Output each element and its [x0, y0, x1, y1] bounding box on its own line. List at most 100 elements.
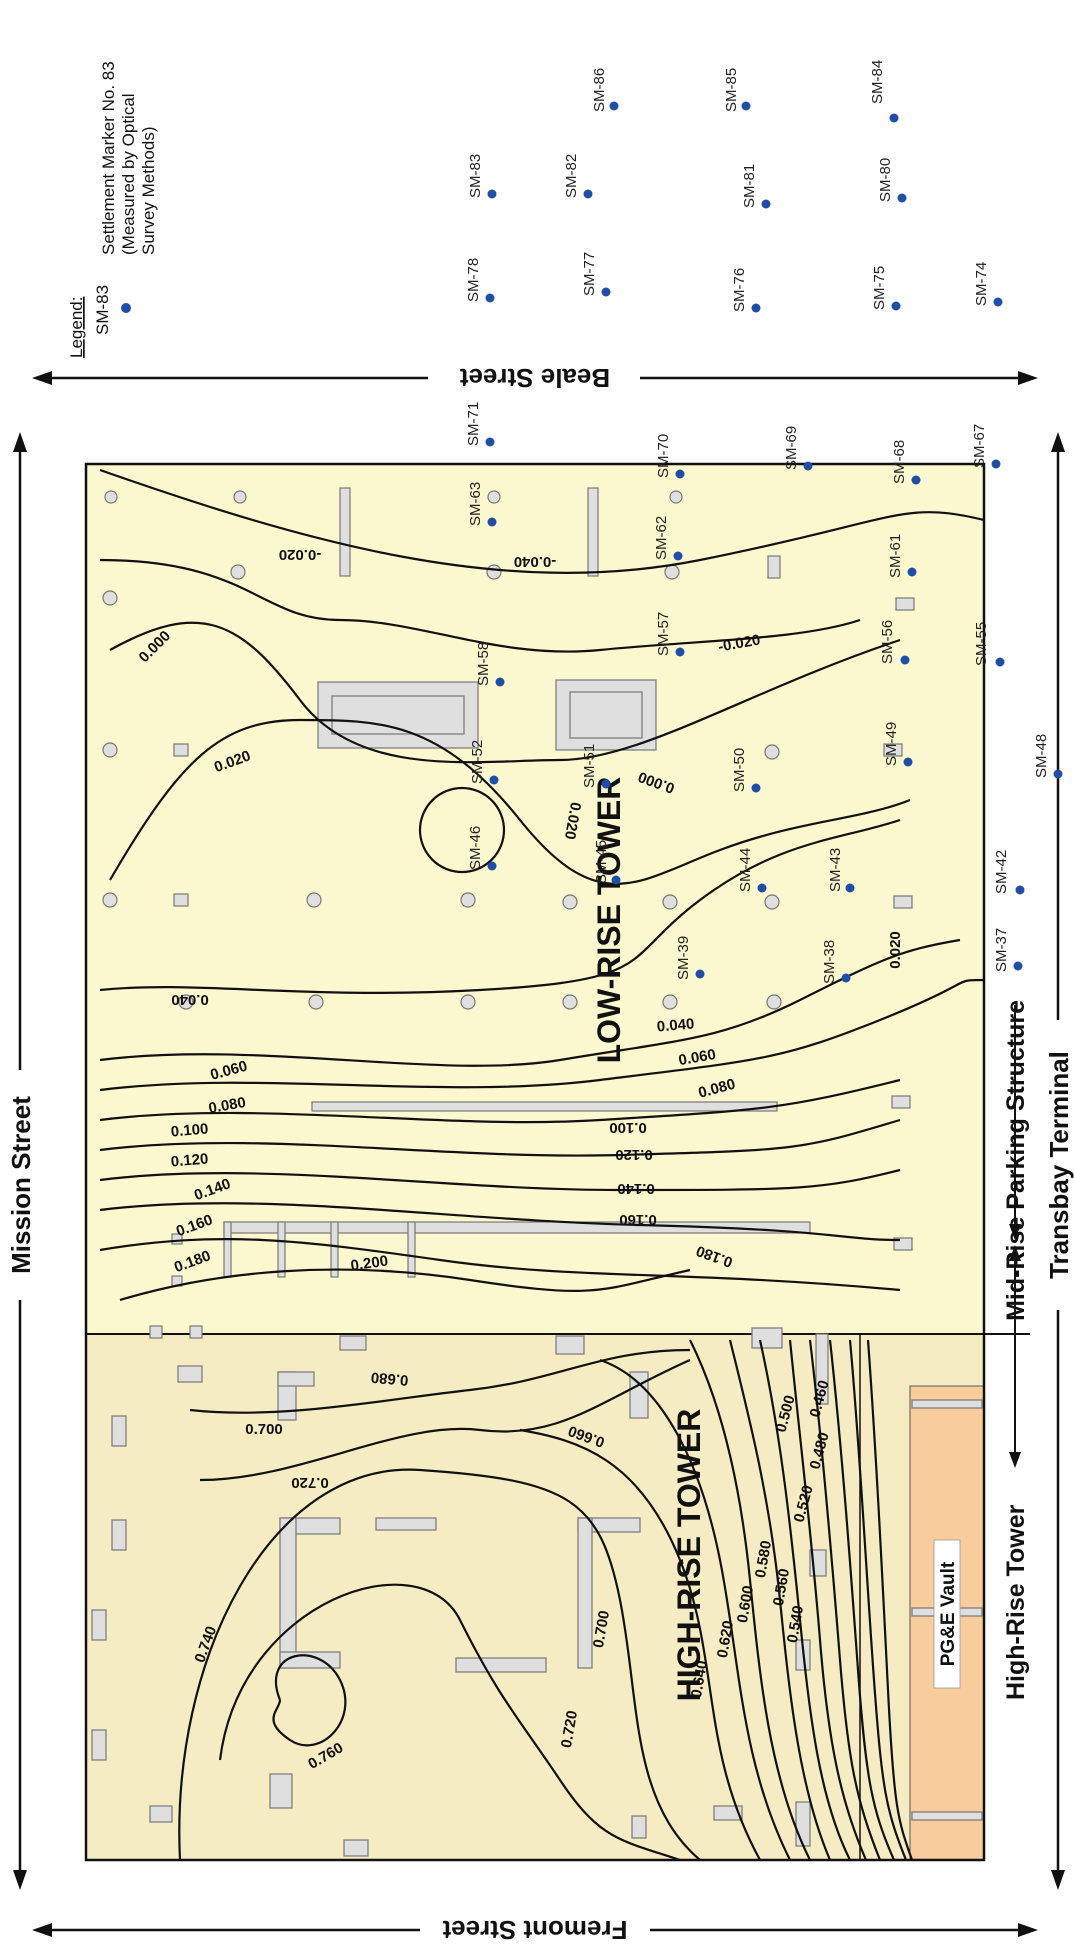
settlement-marker-label: SM-76 — [731, 268, 748, 312]
contour-label: 0.560 — [770, 1567, 793, 1607]
settlement-marker-dot — [900, 655, 910, 665]
settlement-marker-dot — [487, 189, 497, 199]
settlement-marker-label: SM-39 — [675, 936, 692, 980]
vault-label: PG&E Vault — [938, 1561, 959, 1666]
settlement-marker-label: SM-58 — [475, 642, 492, 686]
contour-label: 0.700 — [590, 1609, 613, 1649]
settlement-marker-dot — [583, 189, 593, 199]
settlement-marker-label: SM-61 — [887, 534, 904, 578]
settlement-marker-label: SM-48 — [1033, 734, 1050, 778]
settlement-marker-label: SM-50 — [731, 748, 748, 792]
contour-label: 0.120 — [615, 1146, 653, 1163]
settlement-marker-dot — [911, 475, 921, 485]
beale-street-label: Beale Street — [460, 363, 611, 393]
settlement-marker-dot — [675, 469, 685, 479]
settlement-marker-label: SM-69 — [783, 426, 800, 470]
settlement-marker-dot — [907, 567, 917, 577]
settlement-contours — [99, 468, 984, 1860]
settlement-marker-dot — [1013, 961, 1023, 971]
settlement-marker-dot — [485, 437, 495, 447]
contour-label: 0.620 — [714, 1619, 737, 1659]
settlement-marker-dot — [485, 293, 495, 303]
legend-desc-3: Survey Methods) — [139, 127, 158, 256]
contour-label: 0.060 — [677, 1046, 717, 1069]
contour-label: 0.100 — [609, 1119, 647, 1136]
settlement-marker-dot — [695, 969, 705, 979]
settlement-marker-dot — [675, 647, 685, 657]
settlement-marker-dot — [761, 199, 771, 209]
settlement-marker-dot — [611, 875, 621, 885]
settlement-marker-dot — [741, 101, 751, 111]
settlement-marker-label: SM-38 — [821, 940, 838, 984]
settlement-marker-label: SM-81 — [741, 164, 758, 208]
contour-label: 0.040 — [656, 1015, 695, 1035]
settlement-marker-label: SM-82 — [563, 154, 580, 198]
site-plan — [84, 462, 1030, 1862]
contour-label: 0.680 — [370, 1368, 409, 1388]
settlement-marker-dot — [489, 775, 499, 785]
settlement-marker-dot — [1015, 885, 1025, 895]
contour-label: 0.040 — [171, 991, 209, 1008]
settlement-marker-label: SM-63 — [467, 482, 484, 526]
contour-label: 0.020 — [561, 801, 584, 841]
low-rise-tower-label: LOW-RISE TOWER — [591, 777, 627, 1064]
settlement-marker-label: SM-43 — [827, 848, 844, 892]
fremont-street-arrow — [32, 1923, 1038, 1937]
settlement-marker-label: SM-85 — [723, 68, 740, 112]
contour-label: 0.100 — [170, 1120, 209, 1140]
settlement-marker-dot — [487, 517, 497, 527]
settlement-marker-label: SM-75 — [871, 266, 888, 310]
contour-label: 0.700 — [245, 1421, 283, 1438]
contour-label: 0.600 — [734, 1584, 757, 1624]
settlement-marker-label: SM-74 — [973, 262, 990, 306]
contour-label: -0.020 — [279, 546, 322, 563]
contour-label: 0.580 — [752, 1539, 775, 1579]
settlement-marker-dot — [495, 677, 505, 687]
mission-street-label: Mission Street — [6, 1096, 36, 1274]
legend-marker-icon — [121, 303, 131, 313]
contour-label: 0.140 — [617, 1180, 655, 1197]
contour-label: 0.020 — [887, 931, 904, 969]
settlement-marker-label: SM-56 — [879, 620, 896, 664]
settlement-marker-label: SM-70 — [655, 434, 672, 478]
settlement-marker-label: SM-67 — [971, 424, 988, 468]
beale-street-arrow — [32, 371, 1038, 385]
legend-desc-1: Settlement Marker No. 83 — [99, 61, 118, 255]
settlement-marker-label: SM-68 — [891, 440, 908, 484]
transbay-terminal-label: Transbay Terminal — [1044, 1051, 1074, 1279]
mission-street-arrow — [13, 432, 27, 1890]
contour-label: 0.720 — [291, 1474, 329, 1491]
high-rise-tower-label: HIGH-RISE TOWER — [671, 1409, 707, 1702]
settlement-marker-dot — [1053, 769, 1063, 779]
contour-label: 0.720 — [558, 1709, 581, 1749]
settlement-marker-dot — [487, 861, 497, 871]
settlement-marker-dot — [991, 459, 1001, 469]
settlement-marker-dot — [751, 303, 761, 313]
settlement-marker-dot — [841, 973, 851, 983]
settlement-marker-label: SM-80 — [877, 158, 894, 202]
settlement-marker-label: SM-49 — [883, 722, 900, 766]
contour-label: 0.200 — [350, 1253, 390, 1275]
parking-structure-arrow — [1009, 1005, 1021, 1240]
settlement-marker-label: SM-52 — [469, 740, 486, 784]
settlement-marker-label: SM-46 — [467, 826, 484, 870]
settlement-marker-label: SM-57 — [655, 612, 672, 656]
settlement-marker-dot — [897, 193, 907, 203]
settlement-marker-dot — [601, 779, 611, 789]
settlement-marker-dot — [845, 883, 855, 893]
high-rise-extent-arrow — [1009, 1245, 1021, 1468]
contour-label: 0.160 — [619, 1211, 657, 1228]
settlement-marker-label: SM-55 — [973, 622, 990, 666]
settlement-marker-label: SM-86 — [591, 68, 608, 112]
settlement-marker-dot — [903, 757, 913, 767]
contour-label: 0.120 — [170, 1150, 209, 1170]
settlement-marker-label: SM-51 — [581, 744, 598, 788]
structural-elements — [91, 487, 983, 1857]
settlement-marker-dot — [993, 297, 1003, 307]
settlement-marker-dot — [891, 301, 901, 311]
contour-labels: -0.040 -0.020 -0.020 0.000 0.000 0.020 0… — [136, 546, 904, 1773]
settlement-marker-label: SM-78 — [465, 258, 482, 302]
settlement-marker-dot — [803, 461, 813, 471]
settlement-marker-label: SM-42 — [993, 850, 1010, 894]
